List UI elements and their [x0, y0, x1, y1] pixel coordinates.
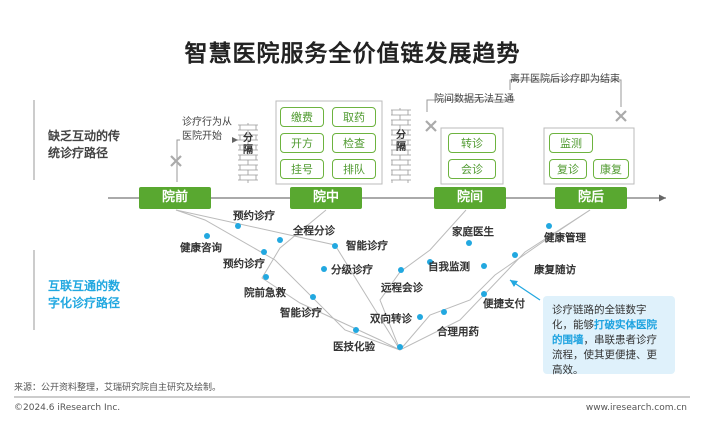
node-emergency: 院前急救: [244, 287, 286, 299]
in-hospital-group: [275, 100, 383, 185]
pre-note-connector: [176, 139, 180, 182]
item-referral: 转诊: [448, 133, 496, 153]
wall-1: [238, 123, 258, 183]
footer-divider: [14, 396, 690, 398]
item-prescription: 开方: [280, 133, 324, 153]
node-convenient-payment: 便捷支付: [483, 298, 525, 310]
item-examination: 检查: [332, 133, 376, 153]
stage-inter-hospital: 院间: [434, 187, 506, 209]
block-x-icon-2: [425, 120, 437, 132]
traditional-path-label: 缺乏互动的传统诊疗路径: [48, 129, 121, 160]
block-x-icon-1: [170, 155, 182, 167]
inter-hospital-group: [440, 127, 504, 185]
callout-highlight: 打破实体医院的围墙: [552, 319, 657, 346]
callout-pointer: [509, 279, 541, 301]
stage-in-hospital: 院中: [290, 187, 362, 209]
stage-pre-hospital: 院前: [139, 187, 211, 209]
wall-2: [391, 108, 411, 183]
item-consultation: 会诊: [448, 159, 496, 179]
summary-callout: 诊疗链路的全链数字化，能够打破实体医院的围墙，串联患者诊疗流程，使其更便捷、更高…: [543, 296, 675, 376]
node-remote-consult: 远程会诊: [381, 282, 423, 294]
callout-text-1: 诊疗链路的全链数字化，能够: [552, 304, 647, 331]
digital-node-dots: [204, 223, 552, 350]
footer-website: www.iresearch.com.cn: [585, 403, 687, 413]
node-appointment-2: 预约诊疗: [223, 258, 265, 270]
item-pickup-medicine: 取药: [332, 107, 376, 127]
node-smart-diagnosis-1: 智能诊疗: [346, 240, 388, 252]
node-two-way-referral: 双向转诊: [370, 313, 412, 325]
item-registration: 挂号: [280, 159, 324, 179]
source-note: 来源：公开资料整理，艾瑞研究院自主研究及绘制。: [14, 383, 222, 393]
inter-hospital-note: 院间数据无法互通: [434, 94, 514, 105]
footer-copyright: ©2024.6 iResearch Inc.: [14, 403, 121, 413]
digital-path-label: 互联互通的数字化诊疗路径: [48, 279, 121, 310]
node-lab-test: 医技化验: [333, 341, 375, 353]
node-tiered-diagnosis: 分级诊疗: [331, 264, 373, 276]
post-hospital-note: 离开医院后诊疗即为结束: [510, 74, 620, 85]
item-rehab: 康复: [593, 159, 629, 179]
post-note-line: [509, 79, 622, 107]
item-monitoring: 监测: [549, 133, 593, 153]
stage-post-hospital: 院后: [555, 187, 627, 209]
row-separators: [33, 100, 35, 330]
item-payment: 缴费: [280, 107, 324, 127]
post-hospital-group: [543, 127, 635, 185]
node-family-doctor: 家庭医生: [452, 226, 494, 238]
wall-label-2: 分隔: [396, 130, 406, 153]
callout-text-2: ，串联患者诊疗流程，使其更便捷、更高效。: [552, 334, 657, 376]
block-x-icon-3: [615, 110, 627, 122]
pre-hospital-note: 诊疗行为从医院开始: [182, 117, 232, 142]
inter-note-line: [426, 99, 515, 112]
item-revisit: 复诊: [549, 159, 587, 179]
item-queue: 排队: [332, 159, 376, 179]
node-health-management: 健康管理: [544, 232, 586, 244]
wall-label-1: 分隔: [243, 133, 253, 156]
node-rehab-followup: 康复随访: [534, 264, 576, 276]
node-health-consult: 健康咨询: [180, 242, 222, 254]
node-full-triage: 全程分诊: [293, 225, 335, 237]
page-title: 智慧医院服务全价值链发展趋势: [184, 41, 521, 67]
node-self-monitoring: 自我监测: [428, 261, 470, 273]
node-appointment-1: 预约诊疗: [233, 210, 275, 222]
node-smart-diagnosis-2: 智能诊疗: [280, 307, 322, 319]
node-rational-medication: 合理用药: [437, 326, 479, 338]
